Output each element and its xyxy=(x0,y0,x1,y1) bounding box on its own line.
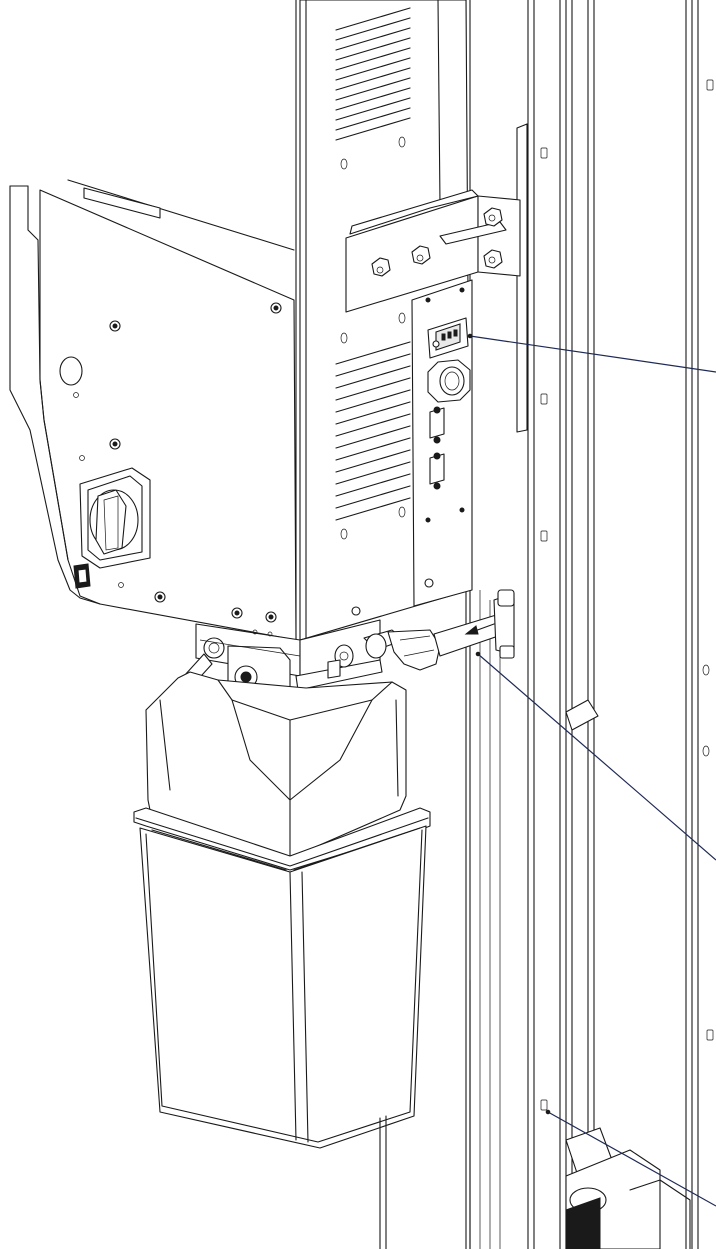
control-housing xyxy=(295,0,473,641)
rail-slot-leader xyxy=(547,1111,716,1207)
upper-vents xyxy=(335,7,411,141)
rail-column xyxy=(465,0,699,1249)
mounting-bracket xyxy=(345,189,521,313)
base-stand xyxy=(379,979,471,1249)
fuse-holder xyxy=(429,406,445,490)
hose-fitting-leader xyxy=(477,653,716,861)
lower-vents xyxy=(335,341,411,521)
callout-leaders xyxy=(467,333,716,1207)
base-foot xyxy=(565,1127,691,1249)
power-inlet xyxy=(427,317,469,359)
cable-gland xyxy=(427,359,471,403)
side-panel xyxy=(9,179,297,641)
fluid-reservoir xyxy=(133,671,431,1149)
flow-arrow xyxy=(464,623,495,635)
rail-slots xyxy=(540,79,714,1111)
power-inlet-leader xyxy=(469,335,716,373)
rotary-switch xyxy=(79,467,151,569)
